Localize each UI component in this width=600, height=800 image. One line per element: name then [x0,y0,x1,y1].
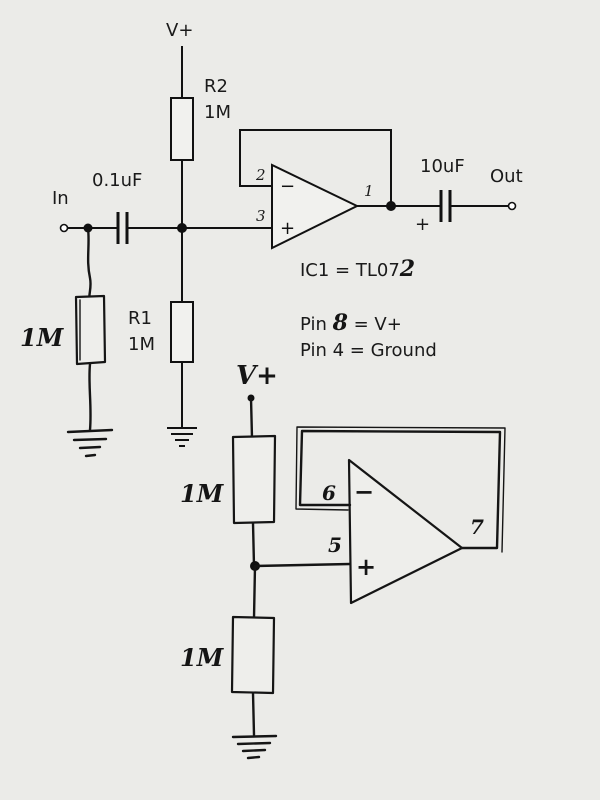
pen-resistor-upper [231,434,277,525]
r1-name: R1 [128,308,152,329]
pen-opamp2-pin-5: 5 [328,533,342,557]
pen-resistor-input-pulldown [74,294,107,366]
output-terminal [507,201,517,211]
pen-wire-supply [249,396,254,440]
pen-wire-feedback [298,429,502,550]
pen-resistor-lower [230,615,276,695]
pen-input-junction [83,223,93,233]
ic-note-text: IC1 = TL07 [300,260,400,281]
pin-note-1-prefix: Pin [300,314,333,335]
pen-pulldown-value: 1M [20,323,65,352]
opamp1-plus: + [280,218,295,239]
supply-label: V+ [166,20,193,41]
pin-note-1-suffix: = V+ [348,314,402,335]
pen-wire-pulldown-ground [88,362,92,432]
input-capacitor-value: 0.1uF [92,170,142,191]
pen-wire-lower-ground [251,691,256,737]
r1-value: 1M [128,334,155,355]
opamp1-minus: − [280,176,295,197]
resistor-r2 [170,97,194,161]
wire-feedback [239,129,392,206]
ic-note: IC1 = TL072 [300,256,415,282]
pin-note-2: Pin 4 = Ground [300,340,437,361]
pen-supply-label: V+ [236,361,278,391]
pen-wire-input-pulldown [86,226,92,300]
output-capacitor-polarity: + [415,214,430,235]
pen-opamp2-pin-6: 6 [322,481,336,505]
resistor-r1 [170,301,194,363]
svg-text:Pin 8 = V+: Pin 8 = V+ [300,310,402,336]
bias-junction [177,223,187,233]
pen-wire-node-to-lower [252,564,257,620]
pen-ground-lower [231,734,278,760]
output-capacitor [439,190,452,222]
pen-opamp2-minus: − [354,477,374,506]
r2-name: R2 [204,76,228,97]
opamp1-triangle [271,163,360,250]
opamp1-pin-3: 3 [256,207,266,225]
pen-opamp2-pin-7: 7 [470,515,484,539]
pen-opamp2-plus: + [356,552,376,581]
pen-lower-resistor-value: 1M [180,643,225,672]
svg-text:IC1 = TL072: IC1 = TL072 [300,256,415,282]
pen-wire-feedback-retrace [295,426,506,553]
input-capacitor [116,212,129,244]
pen-wire-to-plus [253,562,352,568]
handwritten-additions: 1M V+ 1M 1M − + 6 5 7 [20,223,506,760]
pin-notes: Pin 8 = V+ Pin 4 = Ground [300,310,437,361]
output-label: Out [490,166,523,187]
ic-note-edit: 2 [399,256,415,282]
printed-circuit: V+ R2 1M R1 1M In 0.1uF − + 2 [52,20,523,447]
output-capacitor-value: 10uF [420,156,465,177]
input-label: In [52,188,69,209]
pen-ground-pulldown [66,428,114,458]
output-junction [386,201,396,211]
opamp1-pin-2: 2 [255,166,266,184]
pen-opamp2-triangle [347,458,464,605]
r2-value: 1M [204,102,231,123]
ground-symbol-r1 [167,427,197,447]
input-terminal [59,223,69,233]
pin-note-1-edit: 8 [332,310,348,336]
pen-wire-upper-to-node [251,521,256,568]
opamp1-pin-1: 1 [364,182,374,200]
pen-upper-resistor-value: 1M [180,479,225,508]
